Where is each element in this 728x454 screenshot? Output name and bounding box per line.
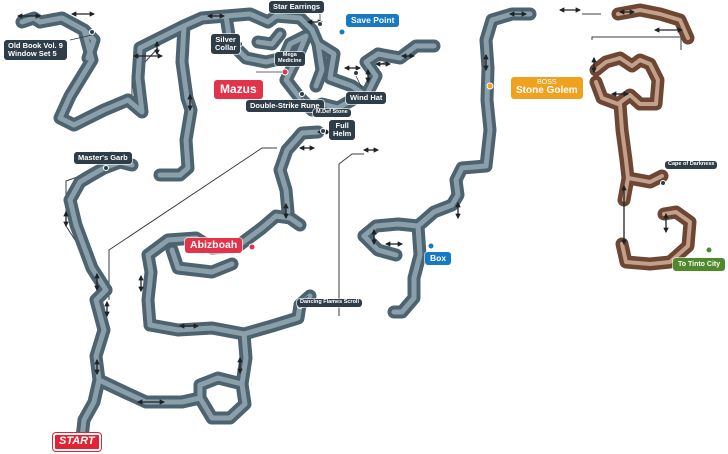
label-full-helm: Full Helm (329, 120, 356, 140)
label-full-helm-line2: Helm (333, 128, 352, 138)
label-wind-hat: Wind Hat (346, 92, 387, 104)
label-star-earrings: Star Earrings (269, 1, 325, 13)
double-arrow-icon (16, 7, 684, 405)
label-old-book: Old Book Vol. 9 Window Set 5 (4, 40, 67, 60)
label-window-set-text: Window Set 5 (8, 48, 57, 58)
outer-floor (594, 8, 692, 266)
cave-floor (19, 11, 533, 441)
label-cape-of-darkness: Cape of Darkness (665, 161, 718, 169)
label-boss-stone-golem: BOSS Stone Golem (511, 77, 583, 99)
label-mdef-stone: M.Def Stone (313, 109, 351, 117)
label-double-strike-rune: Double-Strike Rune (246, 100, 324, 112)
label-masters-garb: Master's Garb (74, 152, 132, 164)
label-silver-collar-line2: Collar (215, 42, 237, 52)
label-save-point: Save Point (346, 14, 400, 27)
label-silver-collar-line1: Silver (215, 35, 236, 44)
label-box: Box (425, 252, 452, 265)
label-mega-medicine: Mega Medicine (275, 52, 305, 66)
label-boss-tag: BOSS (537, 79, 557, 86)
label-mega-medicine-line1: Mega (282, 52, 297, 58)
label-silver-collar: Silver Collar (211, 34, 241, 54)
label-dancing-flames-scroll: Dancing Flames Scroll (297, 299, 362, 307)
label-abizboah: Abizboah (185, 238, 243, 254)
label-to-tinto-city: To Tinto City (673, 258, 726, 272)
label-mega-medicine-line2: Medicine (278, 57, 302, 64)
label-stone-golem-text: Stone Golem (516, 85, 578, 97)
outer-rock (589, 3, 697, 271)
label-mazus: Mazus (214, 80, 263, 99)
label-old-book-text: Old Book Vol. 9 (8, 41, 63, 50)
label-full-helm-line1: Full (335, 121, 349, 130)
pin-marker-icon (89, 21, 713, 309)
label-start: START (53, 433, 101, 451)
